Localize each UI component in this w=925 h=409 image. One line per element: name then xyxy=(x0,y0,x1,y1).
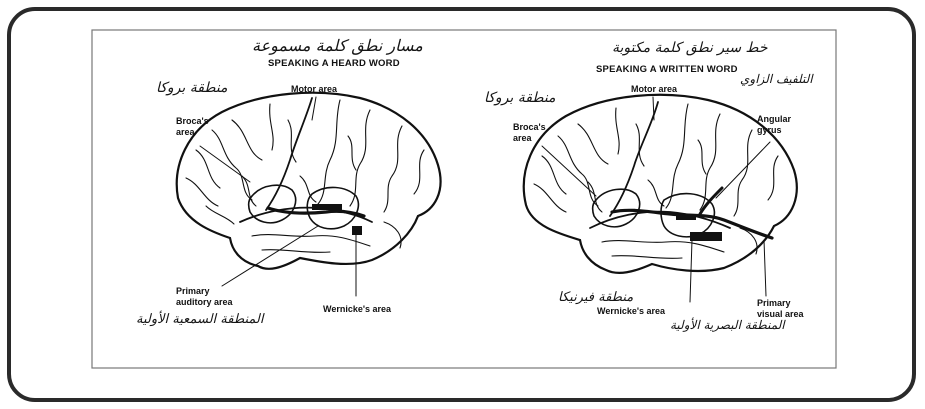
right-panel-title: SPEAKING A WRITTEN WORD xyxy=(596,64,738,75)
left-primary-auditory-mark xyxy=(352,226,362,235)
right-angular-label-line1: Angular xyxy=(757,114,791,124)
right-arabic-wernicke: منطقة فيرنيكا xyxy=(558,290,633,305)
right-primary-label-line2: visual area xyxy=(757,309,804,319)
left-arabic-title: مسار نطق كلمة مسموعة xyxy=(252,36,423,55)
left-broca-label-line2: area xyxy=(176,127,195,137)
left-arabic-auditory: المنطقة السمعية الأولية xyxy=(136,312,264,327)
right-wernicke-label: Wernicke's area xyxy=(597,306,665,316)
left-primary-label-line2: auditory area xyxy=(176,297,233,307)
left-arabic-broca: منطقة بروكا xyxy=(156,80,228,96)
right-arabic-angular: التلفيف الزاوي xyxy=(740,72,813,86)
right-primary-label-line1: Primary xyxy=(757,298,791,308)
right-arabic-broca: منطقة بروكا xyxy=(484,90,556,106)
left-motor-area-label: Motor area xyxy=(291,84,337,94)
left-broca-label-line1: Broca's xyxy=(176,116,209,126)
rounded-frame xyxy=(9,9,914,400)
left-panel-title: SPEAKING A HEARD WORD xyxy=(268,58,400,69)
right-broca-label-line1: Broca's xyxy=(513,122,546,132)
left-primary-label-line1: Primary xyxy=(176,286,210,296)
right-angular-label-line2: gyrus xyxy=(757,125,782,135)
right-arabic-title: خط سير نطق كلمة مكتوبة xyxy=(612,40,767,56)
right-arabic-visual: المنطقة البصرية الأولية xyxy=(670,318,785,332)
right-primary-visual-mark xyxy=(690,232,722,241)
right-broca-label-line2: area xyxy=(513,133,532,143)
right-motor-area-label: Motor area xyxy=(631,84,677,94)
left-wernicke-label: Wernicke's area xyxy=(323,304,391,314)
